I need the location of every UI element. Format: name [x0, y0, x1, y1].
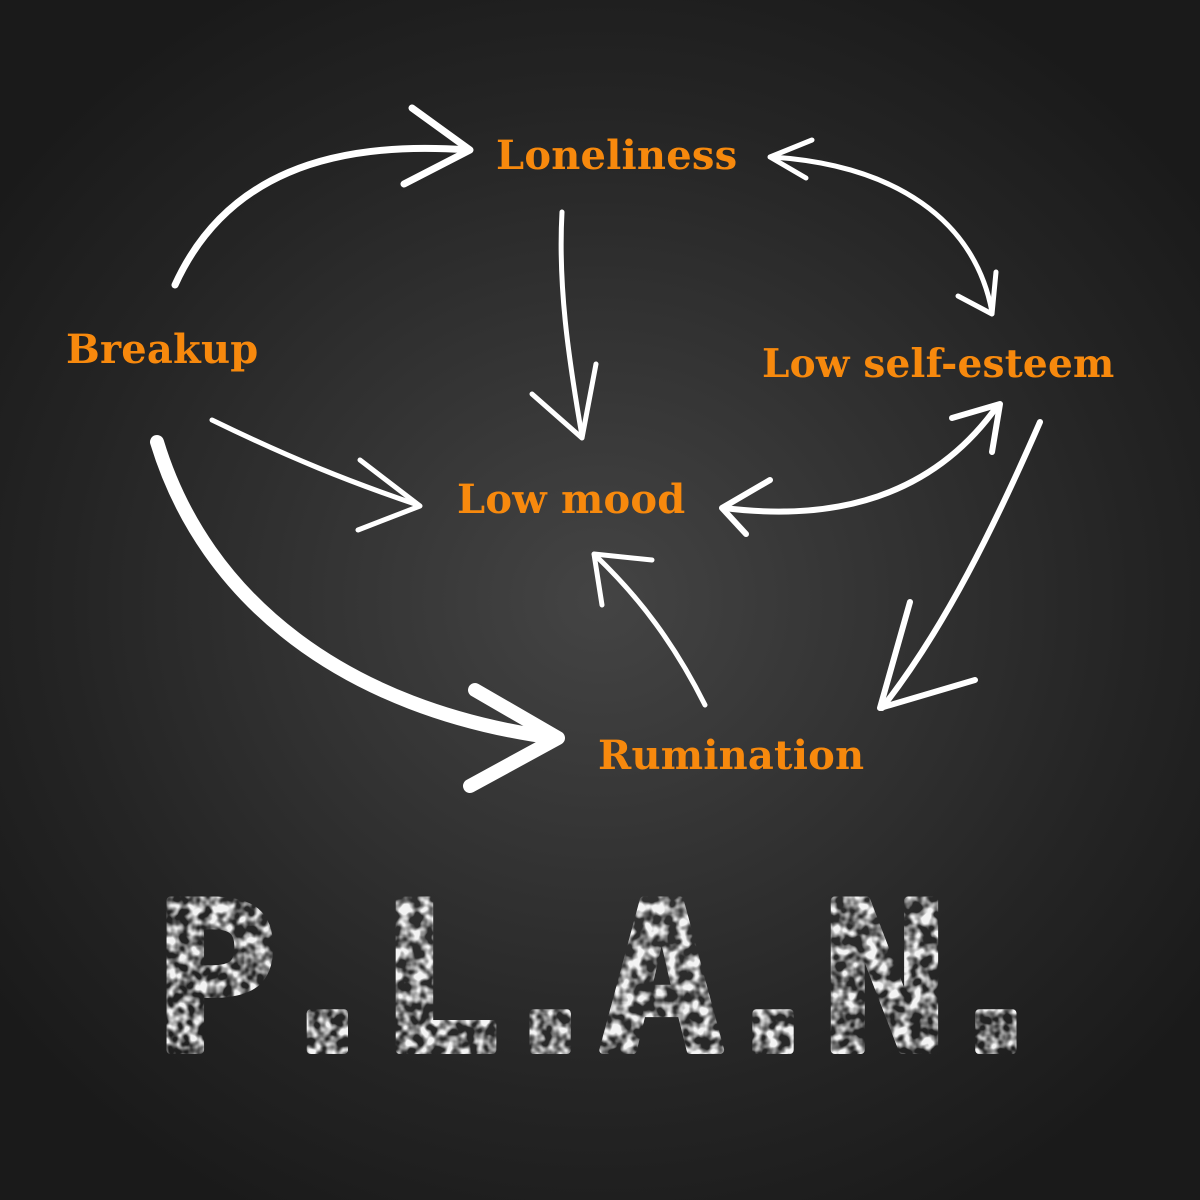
node-loneliness: Loneliness: [496, 132, 738, 179]
arrow-breakup-to-loneliness: [171, 144, 472, 289]
arrowhead-low-mood-bottom: [591, 551, 655, 608]
node-rumination: Rumination: [598, 732, 865, 779]
node-low-self-esteem: Low self-esteem: [762, 341, 1115, 387]
arrowhead-rumination-left: [463, 683, 565, 793]
arrow-breakup-to-low-mood: [209, 417, 421, 508]
arrow-loneliness-to-low-mood: [558, 209, 585, 439]
arrowhead-low-mood-right: [719, 477, 773, 537]
plan-title-text: P.L.A.N.: [154, 870, 1045, 1090]
arrowhead-loneliness: [400, 104, 474, 188]
arrowhead-low-self-esteem-top: [955, 269, 999, 317]
node-low-mood: Low mood: [457, 476, 686, 523]
arrowhead-low-self-esteem-bottom: [949, 401, 1003, 455]
arrowhead-low-mood-top: [529, 361, 599, 441]
arrow-low-self-esteem-to-low-mood: [721, 402, 1001, 515]
node-breakup: Breakup: [66, 326, 259, 373]
arrowhead-low-mood-left: [355, 457, 423, 533]
arrowhead-loneliness-end: [767, 137, 815, 181]
arrow-loneliness-to-low-self-esteem: [769, 154, 995, 315]
plan-title: P.L.A.N.: [0, 870, 1200, 1090]
arrow-breakup-to-rumination: [150, 435, 562, 745]
arrow-rumination-to-low-mood: [593, 553, 708, 708]
arrow-low-self-esteem-to-rumination: [879, 419, 1043, 711]
arrowhead-rumination-right: [877, 599, 978, 711]
